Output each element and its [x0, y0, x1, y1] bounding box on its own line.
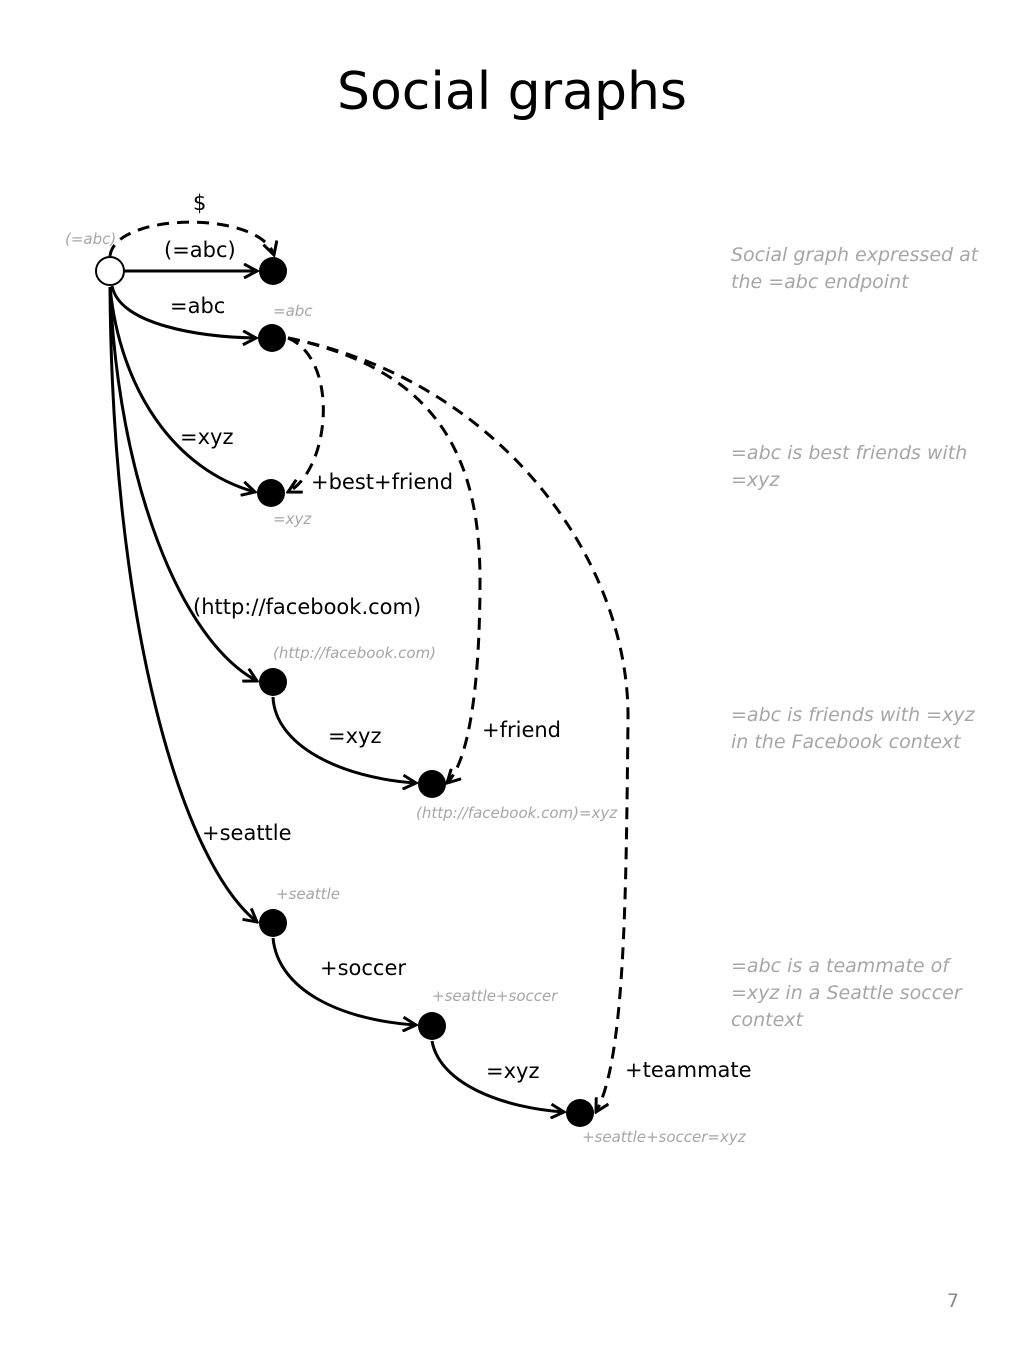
edge-fb: [108, 286, 257, 681]
node-fbxyz: [418, 770, 446, 798]
edge-label-fb: (http://facebook.com): [193, 595, 421, 619]
node-root: [95, 256, 125, 286]
edge-label-dollar: $: [193, 191, 206, 215]
edge-fbxyz: [271, 696, 416, 783]
page-number: 7: [946, 1290, 959, 1312]
note-teammate: =abc is a teammate of =xyz in a Seattle …: [731, 955, 962, 1031]
edge-xyz: [108, 286, 255, 492]
edge-label-best-friend: +best+friend: [311, 470, 453, 494]
node-label-root: (=abc): [65, 230, 116, 248]
node-abc: [258, 324, 286, 352]
edge-label-abc: =abc: [170, 294, 225, 318]
node-label-fbxyz: (http://facebook.com)=xyz: [416, 804, 618, 822]
edge-label-teammate: +teammate: [625, 1058, 752, 1082]
edge-teammate: [287, 336, 630, 1112]
node-label-abc: =abc: [273, 302, 313, 320]
node-fb: [259, 668, 287, 696]
edge-label-soccer: +soccer: [320, 956, 406, 980]
node-label-soccer: +seattle+soccer: [432, 987, 558, 1005]
node-label-team: +seattle+soccer=xyz: [582, 1128, 747, 1146]
node-label-seattle: +seattle: [276, 885, 340, 903]
slide-title: Social graphs: [336, 62, 687, 122]
edge-dollar: [108, 220, 274, 256]
edge-label-friend: +friend: [482, 718, 561, 742]
note-endpoint: Social graph expressed at the =abc endpo…: [731, 244, 979, 293]
node-label-xyz: =xyz: [273, 510, 312, 528]
node-soccer: [418, 1012, 446, 1040]
edge-label-self: (=abc): [164, 238, 236, 262]
node-team: [566, 1099, 594, 1127]
edge-friend: [287, 336, 482, 783]
note-best-friends: =abc is best friends with =xyz: [731, 442, 968, 491]
edge-soccer: [271, 937, 416, 1025]
edge-label-seattle: +seattle: [202, 821, 292, 845]
node-seattle: [259, 909, 287, 937]
node-xyz: [257, 479, 285, 507]
edge-team: [430, 1040, 564, 1112]
node-label-fb: (http://facebook.com): [273, 644, 436, 662]
edge-abc: [110, 285, 256, 338]
node-self: [259, 257, 287, 285]
note-facebook-friends: =abc is friends with =xyz in the Faceboo…: [731, 704, 975, 753]
edge-label-xyz: =xyz: [180, 425, 233, 449]
edge-seattle: [108, 286, 257, 922]
edge-label-team: =xyz: [486, 1059, 539, 1083]
edge-label-fbxyz: =xyz: [328, 724, 381, 748]
edge-best-friend: [288, 336, 325, 492]
